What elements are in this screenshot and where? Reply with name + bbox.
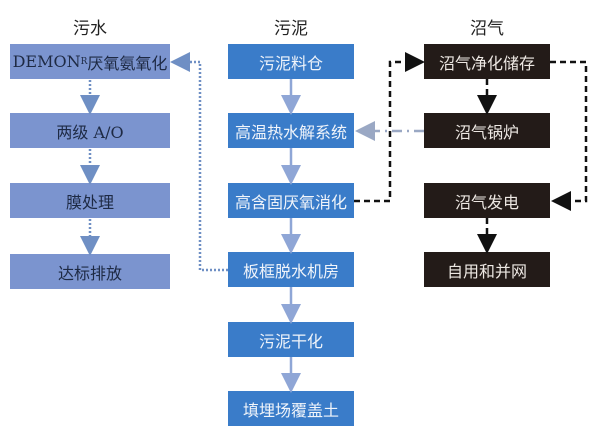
demon-label: DEMON — [12, 52, 81, 71]
box-anaerobic-digestion: 高含固厌氧消化 — [228, 183, 354, 218]
box-sludge-silo: 污泥料仓 — [228, 44, 354, 79]
box-membrane: 膜处理 — [10, 183, 170, 218]
box-landfill-cover: 填埋场覆盖土 — [228, 391, 354, 426]
box-two-stage-ao: 两级 A/O — [10, 113, 170, 148]
box-biogas-boiler: 沼气锅炉 — [424, 113, 550, 148]
heading-water: 污水 — [73, 19, 107, 39]
heading-sludge: 污泥 — [274, 19, 308, 39]
demon-suffix: 厌氧氨氧化 — [87, 53, 168, 73]
arrow-storage-to-power — [550, 60, 588, 211]
arrow-dewater-return — [170, 52, 228, 272]
box-sludge-drying: 污泥干化 — [228, 322, 354, 357]
heading-biogas: 沼气 — [470, 19, 504, 39]
box-biogas-power: 沼气发电 — [424, 183, 550, 218]
box-biogas-storage: 沼气净化储存 — [424, 44, 550, 79]
box-dewatering: 板框脱水机房 — [228, 252, 354, 287]
box-thermal-hydrolysis: 高温热水解系统 — [228, 113, 354, 148]
box-self-use-grid: 自用和并网 — [424, 252, 550, 287]
demon-sup: R — [80, 56, 88, 67]
arrow-digestion-to-storage — [354, 52, 425, 203]
box-discharge: 达标排放 — [10, 254, 170, 289]
